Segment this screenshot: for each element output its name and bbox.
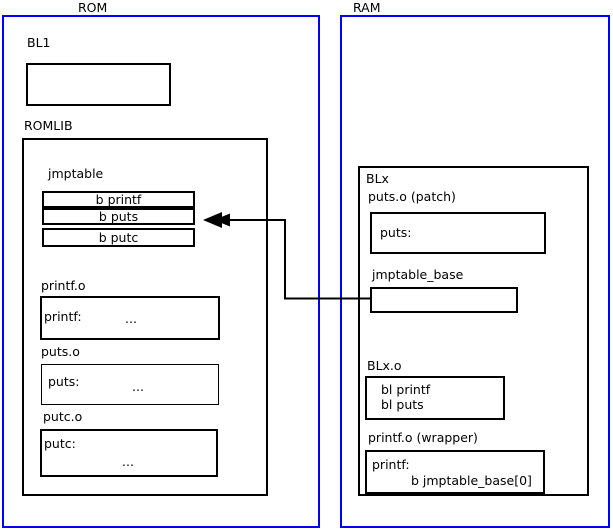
blx-o-line-2: bl puts: [381, 397, 424, 412]
printf-o-block: printf: ...: [40, 296, 220, 340]
jmptable-base-block: [370, 287, 518, 313]
jmptable-entry-2: b putc: [42, 228, 195, 247]
printf-wrapper-symbol: printf:: [372, 457, 410, 472]
puts-o-label: puts.o: [41, 344, 80, 359]
bl1-label: BL1: [27, 35, 51, 50]
printf-o-label: printf.o: [41, 278, 86, 293]
ram-region-label: RAM: [353, 0, 381, 15]
jmptable-entry-0-text: b printf: [95, 191, 142, 207]
putc-o-symbol: putc:: [44, 436, 76, 451]
jmptable-entry-1: b puts: [42, 208, 195, 225]
putc-o-label: putc.o: [43, 409, 83, 424]
blx-o-label: BLx.o: [367, 358, 402, 373]
jmptable-entry-2-text: b putc: [98, 229, 139, 245]
jmptable-base-label: jmptable_base: [372, 267, 464, 282]
puts-o-symbol: puts:: [48, 374, 80, 389]
puts-patch-block: puts:: [370, 212, 546, 254]
blx-label: BLx: [366, 171, 389, 186]
jmptable-label: jmptable: [48, 166, 104, 181]
rom-region-label: ROM: [78, 0, 108, 15]
printf-o-body: ...: [125, 311, 137, 326]
puts-o-body: ...: [132, 379, 144, 394]
puts-patch-symbol: puts:: [380, 225, 412, 240]
printf-wrapper-instruction: b jmptable_base[0]: [411, 473, 532, 488]
puts-patch-label: puts.o (patch): [368, 189, 456, 204]
putc-o-body: ...: [122, 454, 134, 469]
printf-wrapper-block: printf: b jmptable_base[0]: [365, 450, 545, 494]
printf-wrapper-label: printf.o (wrapper): [368, 430, 478, 445]
jmptable-entry-1-text: b puts: [98, 208, 139, 224]
puts-o-block: puts: ...: [41, 364, 219, 405]
romlib-label: ROMLIB: [24, 118, 73, 133]
putc-o-block: putc: ...: [40, 429, 218, 477]
jmptable-entry-0: b printf: [42, 191, 195, 208]
blx-o-block: bl printf bl puts: [365, 376, 505, 420]
bl1-block: [26, 63, 171, 106]
printf-o-symbol: printf:: [44, 309, 82, 324]
blx-o-line-1: bl printf: [381, 382, 431, 397]
bl1-block-body: [28, 65, 169, 73]
